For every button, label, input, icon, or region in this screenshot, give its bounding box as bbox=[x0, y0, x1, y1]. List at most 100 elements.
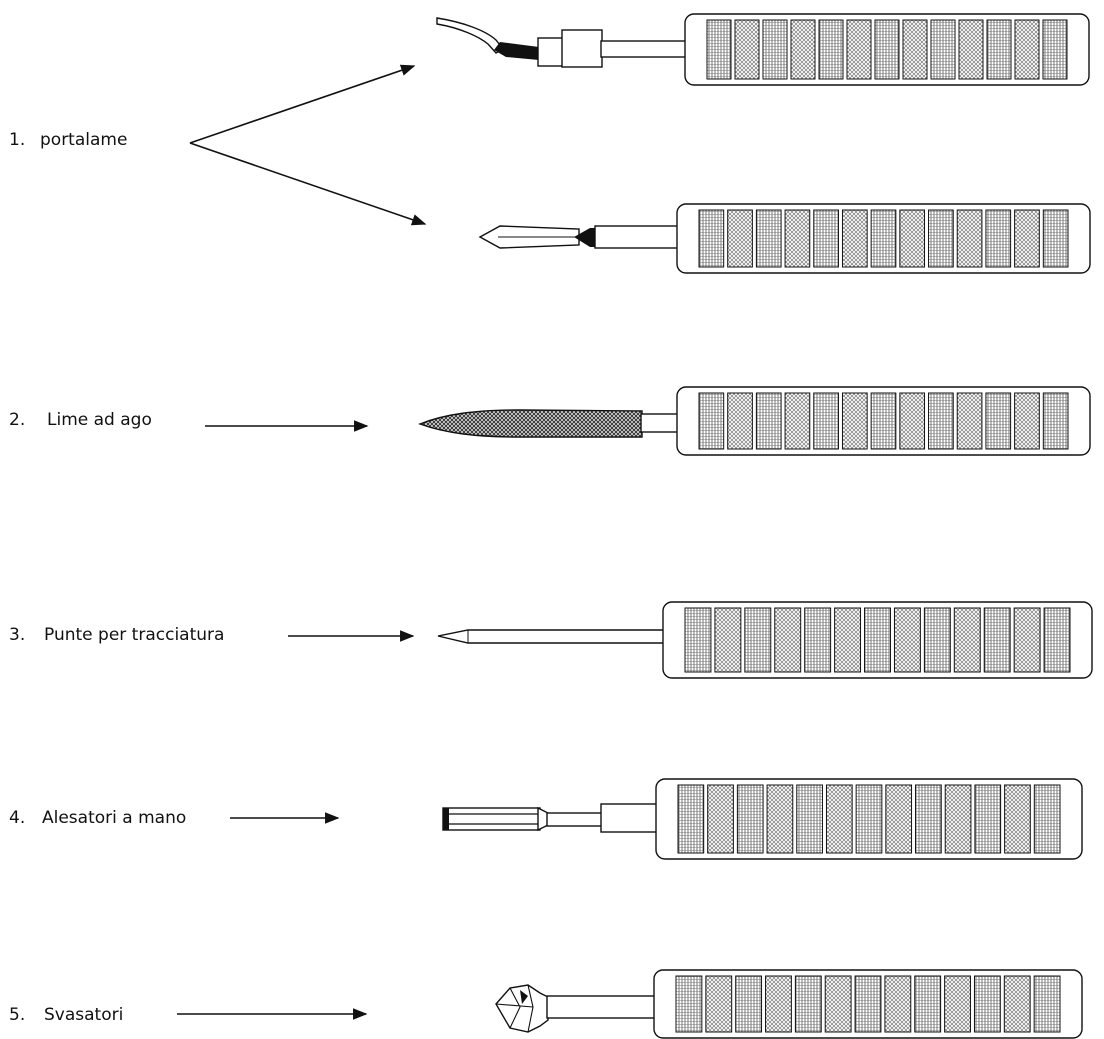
handle-grip-band bbox=[854, 975, 882, 1033]
handle-grip-band bbox=[1014, 209, 1040, 268]
handle-grip-band bbox=[885, 784, 913, 854]
handle bbox=[676, 386, 1091, 456]
blade-clamp bbox=[494, 42, 539, 60]
handle-grip-band bbox=[855, 784, 883, 854]
handle-grip-band bbox=[841, 209, 868, 268]
handle-grip-band bbox=[893, 607, 921, 673]
handle-grip-band bbox=[794, 975, 822, 1033]
label-alesatori-a-mano: Alesatori a mano bbox=[42, 808, 187, 828]
handle-grip-band bbox=[790, 19, 816, 80]
handle-grip-band bbox=[899, 209, 926, 268]
handle-grip-band bbox=[956, 392, 983, 450]
handle-grip-band bbox=[784, 392, 811, 450]
handle-grip-band bbox=[727, 209, 753, 268]
curved-blade bbox=[436, 17, 505, 54]
handle-grip-band bbox=[1042, 19, 1068, 80]
arrows bbox=[177, 64, 427, 1020]
handle-grip-band bbox=[983, 607, 1011, 673]
handle bbox=[676, 203, 1091, 274]
label-portalame: portalame bbox=[40, 130, 128, 150]
handle-grip-band bbox=[707, 784, 734, 854]
handle-grip-band bbox=[766, 784, 794, 854]
handle-grip-band bbox=[1033, 975, 1061, 1033]
handle-grip-band bbox=[928, 392, 954, 450]
handle-grip-band bbox=[986, 19, 1012, 80]
handle-grip-band bbox=[944, 975, 971, 1033]
file-tang bbox=[640, 413, 679, 433]
handle-grip-band bbox=[755, 392, 782, 450]
handle-grip-band bbox=[973, 975, 1001, 1033]
handle-grip-band bbox=[953, 607, 981, 673]
tool-scriber bbox=[437, 601, 1093, 679]
handle bbox=[662, 601, 1093, 679]
handle-grip-band bbox=[706, 19, 732, 80]
blade-shaft bbox=[600, 40, 687, 58]
arrow-portalame-upper bbox=[189, 64, 416, 144]
handle-grip-band bbox=[923, 607, 951, 673]
handle-grip-band bbox=[1004, 784, 1031, 854]
handle-grip-band bbox=[698, 392, 725, 450]
handle-grip-band bbox=[734, 19, 760, 80]
handle-grip-band bbox=[1033, 784, 1061, 854]
handle-grip-band bbox=[824, 975, 852, 1033]
label-lime-ad-ago: Lime ad ago bbox=[47, 410, 152, 430]
handle-grip-band bbox=[818, 19, 844, 80]
handle-grip-band bbox=[744, 607, 772, 673]
handle-grip-band bbox=[958, 19, 984, 80]
handle-grip-band bbox=[813, 209, 839, 268]
handle-grip-band bbox=[1042, 209, 1069, 268]
handle-grip-band bbox=[902, 19, 928, 80]
handle bbox=[653, 969, 1083, 1039]
handle bbox=[684, 13, 1090, 86]
reamer-collar bbox=[600, 803, 659, 833]
handle-grip-band bbox=[705, 975, 733, 1033]
reamer-cutter bbox=[442, 807, 541, 831]
handle-grip-band bbox=[813, 392, 839, 450]
tool-pointed-blade-holder bbox=[478, 203, 1091, 274]
handle-grip-band bbox=[1014, 19, 1040, 80]
blade-collet bbox=[537, 37, 564, 67]
handle-grip-band bbox=[930, 19, 956, 80]
handle-grip-band bbox=[677, 784, 705, 854]
countersink-shank bbox=[546, 995, 657, 1019]
handle-grip-band bbox=[834, 607, 862, 673]
label-2-number: 2. bbox=[9, 410, 26, 430]
label-punte-per-tracciatura: Punte per tracciatura bbox=[44, 625, 225, 645]
tool-curved-blade-holder bbox=[436, 13, 1090, 86]
handle-grip-band bbox=[846, 19, 872, 80]
handle-grip-band bbox=[928, 209, 954, 268]
handle-grip-band bbox=[714, 607, 742, 673]
handle-grip-band bbox=[1042, 392, 1069, 450]
handle-grip-band bbox=[784, 209, 811, 268]
handle-grip-band bbox=[985, 392, 1012, 450]
scriber-point bbox=[437, 629, 666, 644]
handle-grip-band bbox=[755, 209, 782, 268]
handle-grip-band bbox=[841, 392, 868, 450]
handle-grip-band bbox=[698, 209, 725, 268]
handle-grip-band bbox=[1013, 607, 1041, 673]
handle-grip-band bbox=[675, 975, 703, 1033]
label-1-number: 1. bbox=[9, 130, 26, 150]
handle-grip-band bbox=[727, 392, 753, 450]
handle-grip-band bbox=[774, 607, 802, 673]
handle-grip-band bbox=[915, 784, 942, 854]
file-blade bbox=[418, 409, 643, 438]
tool-hand-reamer bbox=[442, 778, 1083, 860]
handle-grip-band bbox=[825, 784, 853, 854]
handle-grip-band bbox=[864, 607, 891, 673]
handle-grip-band bbox=[735, 975, 763, 1033]
tool-countersink bbox=[495, 969, 1083, 1039]
label-4-number: 4. bbox=[9, 808, 26, 828]
handle-grip-band bbox=[1014, 392, 1040, 450]
handle-grip-band bbox=[899, 392, 926, 450]
reamer-shank bbox=[546, 812, 603, 827]
handle-grip-band bbox=[874, 19, 900, 80]
pointed-clamp bbox=[574, 228, 596, 247]
handle-grip-band bbox=[1003, 975, 1031, 1033]
handle-grip-band bbox=[684, 607, 712, 673]
handle-grip-band bbox=[804, 607, 832, 673]
blade-collar bbox=[561, 29, 603, 68]
handle-grip-band bbox=[985, 209, 1012, 268]
label-5-number: 5. bbox=[9, 1005, 26, 1025]
